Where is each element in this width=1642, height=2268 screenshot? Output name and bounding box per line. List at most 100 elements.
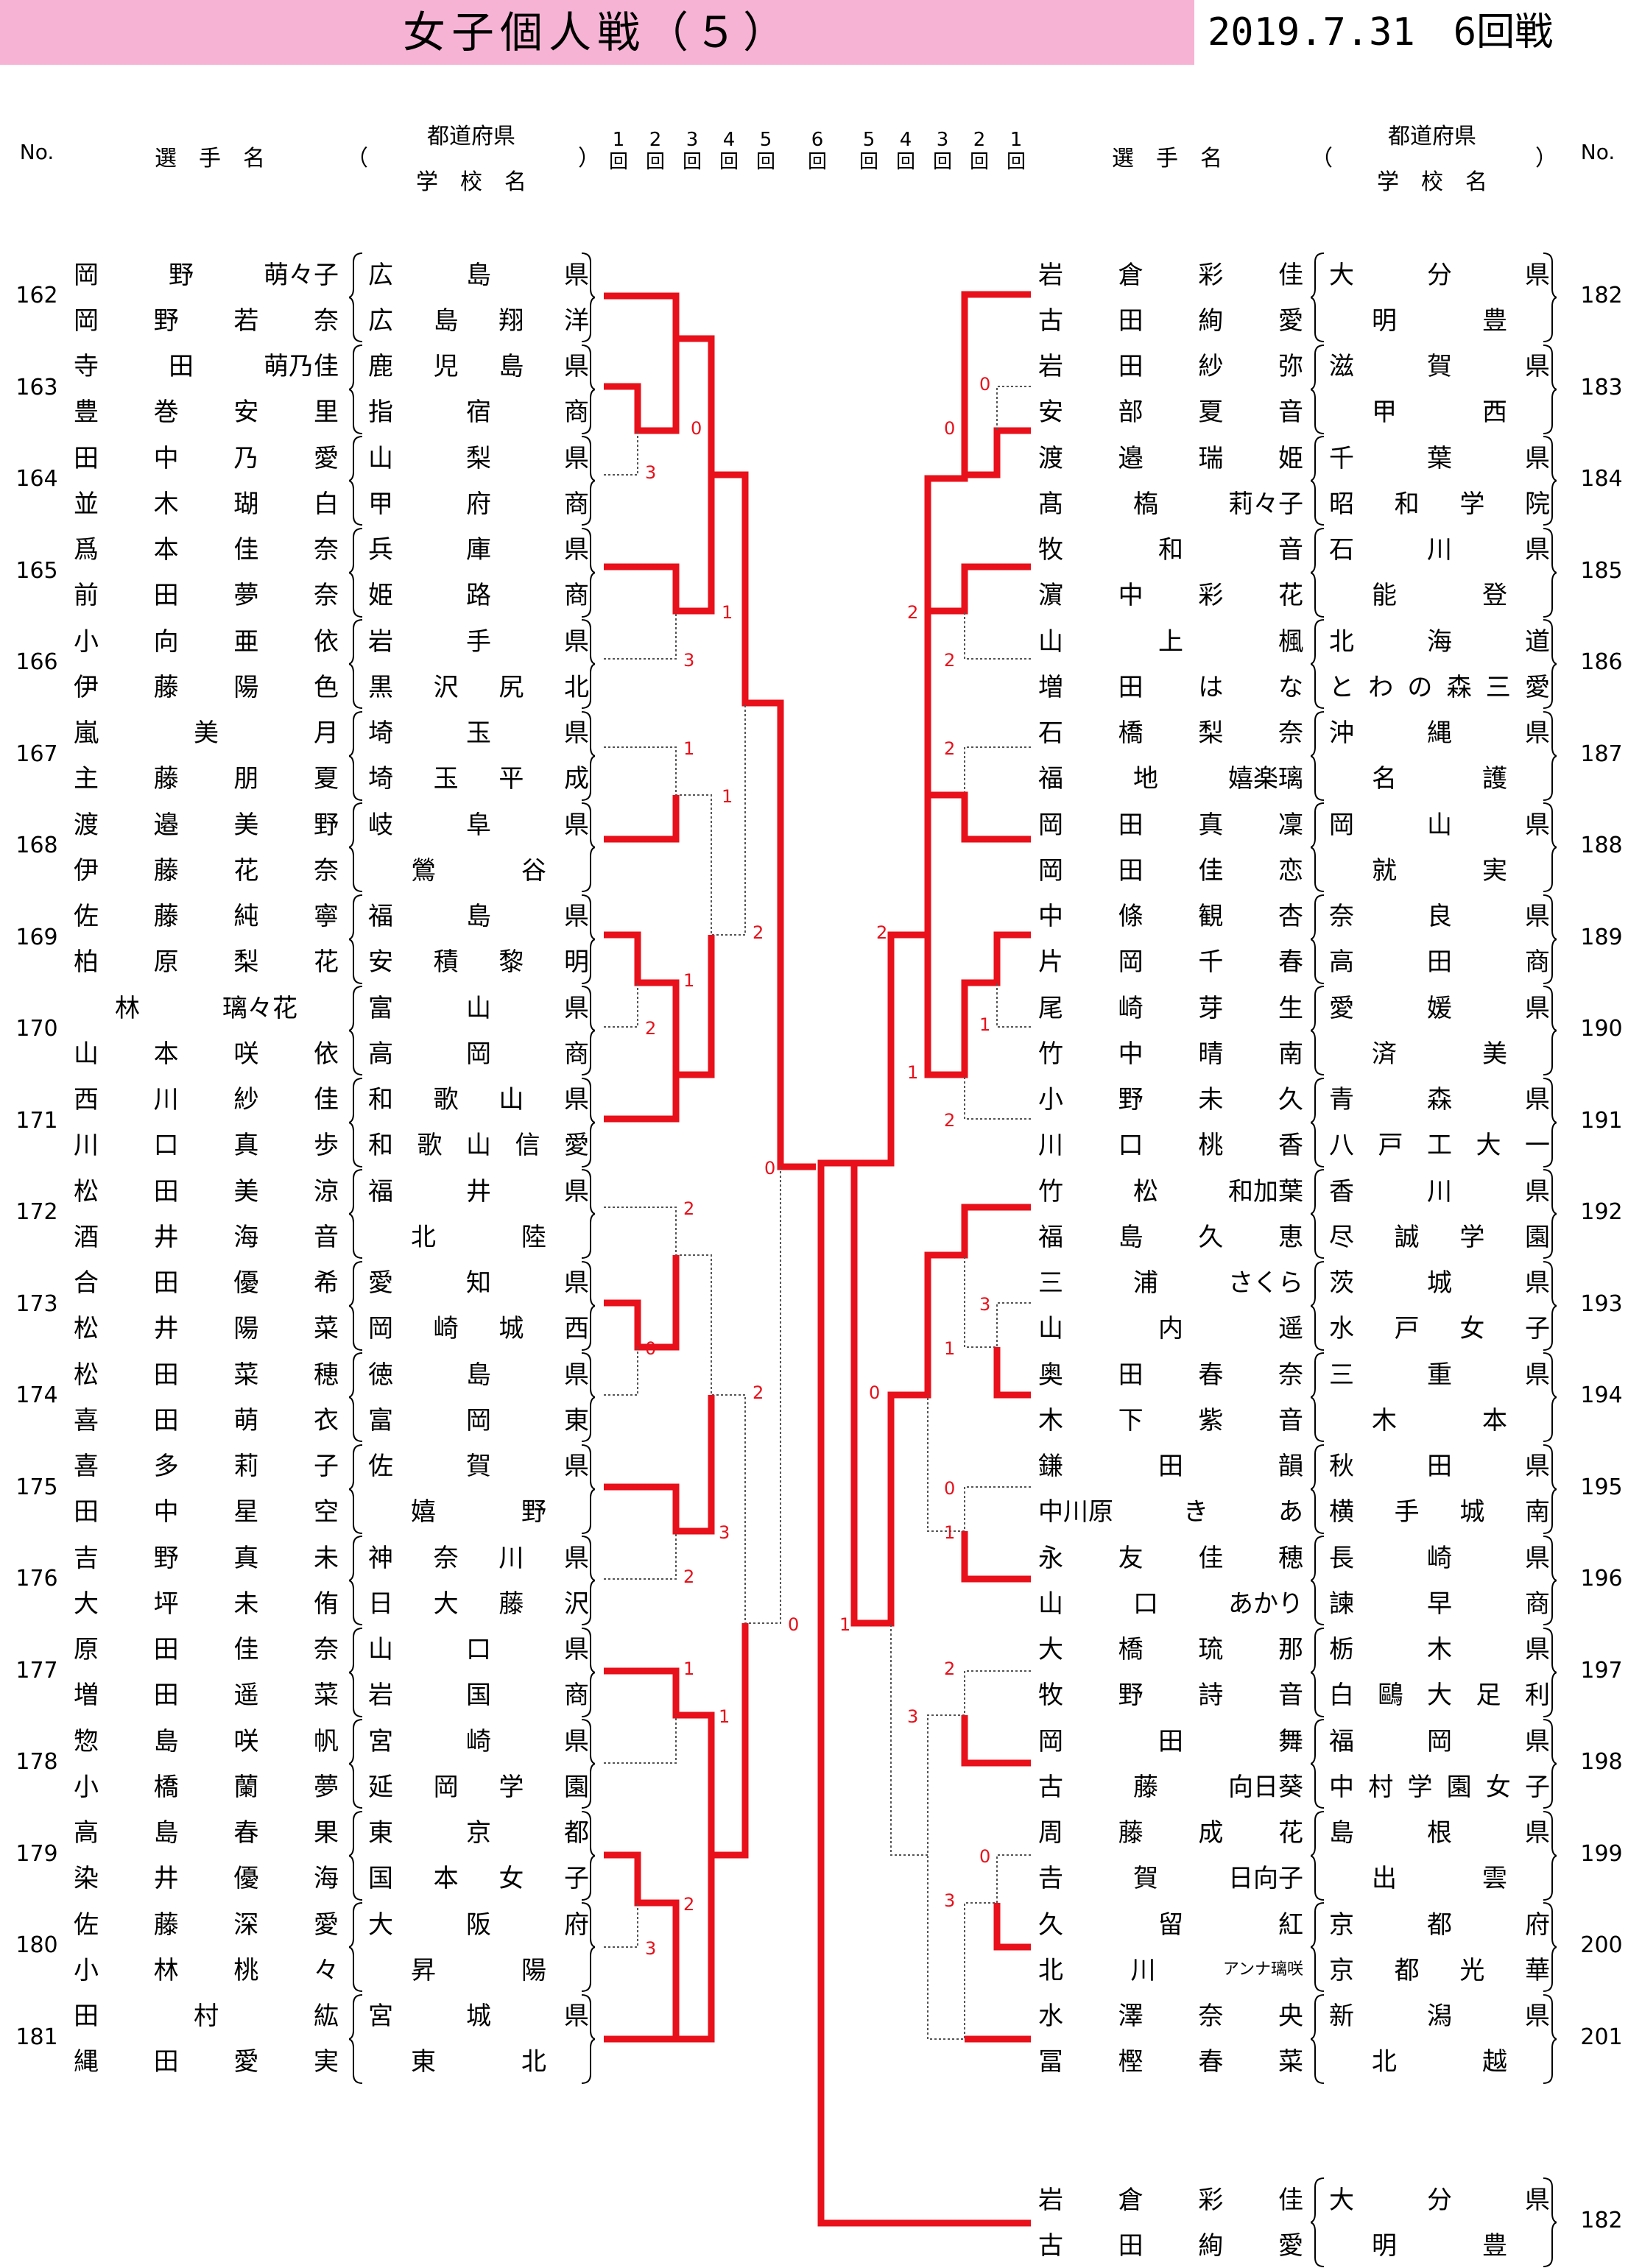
name-part: 野	[153, 305, 179, 336]
name-part: 済	[1372, 1039, 1397, 1069]
name-part: 奈	[1278, 718, 1303, 748]
name-part: 山	[1038, 626, 1063, 657]
name-part: 千	[1198, 947, 1224, 977]
prefecture-name: 愛知県	[368, 1259, 589, 1303]
name-part: 縄	[74, 2047, 99, 2077]
name-part: 彩	[1198, 260, 1224, 290]
name-part: 髙	[1038, 489, 1063, 519]
player-name: 小橋蘭夢	[74, 1762, 339, 1806]
paren-bracket	[581, 1810, 595, 1901]
player-name: 酒井海音	[74, 1212, 339, 1257]
winner-line	[924, 478, 1031, 615]
name-part: 咲	[233, 1039, 259, 1069]
school-name: 延岡学園	[368, 1762, 589, 1806]
name-part: 山	[368, 443, 393, 473]
name-part: 越	[1482, 2047, 1507, 2077]
name-part: 諫	[1329, 1589, 1354, 1619]
name-part: 井	[153, 1864, 179, 1893]
prefecture-name: 青森県	[1329, 1075, 1550, 1120]
player-name: 岡野若奈	[74, 296, 339, 340]
char: 日	[368, 1589, 393, 1619]
entry-number: 187	[1580, 741, 1623, 767]
name-part: 商	[1525, 1589, 1550, 1619]
name-part: 商	[564, 581, 589, 610]
name-part: 島	[466, 902, 491, 931]
school-name: 京都光華	[1329, 1946, 1550, 1990]
name-part: 子	[313, 1452, 339, 1481]
name-part: 花	[1278, 1818, 1303, 1848]
name-part: 木	[1038, 1405, 1063, 1435]
match-score: 3	[979, 1294, 990, 1315]
paren-bracket	[1543, 1993, 1557, 2084]
name-part: 早	[1427, 1589, 1452, 1619]
player-name: 小野未久	[1038, 1075, 1303, 1120]
player-name: 松井陽菜	[74, 1304, 339, 1349]
player-name: 伊藤陽色	[74, 663, 339, 707]
player-name: 尾崎芽生	[1038, 983, 1303, 1028]
school-name: 埼玉平成	[368, 755, 589, 799]
entry-number: 193	[1580, 1290, 1623, 1317]
name-part: 中	[153, 1497, 179, 1527]
prefecture-name: 徳島県	[368, 1350, 589, 1394]
entry-number: 174	[15, 1382, 58, 1408]
paren-bracket	[1543, 1260, 1557, 1351]
prefecture-name: 奈良県	[1329, 892, 1550, 936]
player-name: 原田佳奈	[74, 1625, 339, 1670]
paren-bracket	[349, 436, 363, 526]
player-name: 山上楓	[1038, 617, 1303, 661]
paren-open-left: （	[346, 146, 368, 172]
prefecture-name: 山口県	[368, 1625, 589, 1670]
name-part: 咲	[233, 1726, 259, 1756]
player-name: 渡邉瑞姫	[1038, 434, 1303, 478]
name-part: 空	[313, 1497, 339, 1527]
char: 昭	[1329, 489, 1354, 519]
paren-bracket	[1543, 2177, 1557, 2267]
paren-close-right: ）	[1535, 146, 1557, 172]
paren-bracket	[581, 1077, 595, 1167]
winner-line	[993, 1347, 1031, 1399]
winner-line	[604, 292, 816, 1170]
name-part: 佳	[233, 535, 259, 565]
name-part: 渡	[74, 810, 99, 840]
prefecture-name: 富山県	[368, 983, 589, 1028]
name-part: 美	[233, 1176, 259, 1207]
name-part: 明	[1372, 305, 1397, 336]
name-part: 田	[1118, 2230, 1144, 2261]
prefecture-name: 広島県	[368, 250, 589, 294]
name-part: 長	[1329, 1543, 1354, 1573]
bracket-line	[604, 1531, 677, 1580]
name-part: 分	[1427, 2185, 1452, 2215]
name-part: 千	[1329, 443, 1354, 473]
char: 歌	[433, 1085, 459, 1114]
name-part: 向日葵	[1228, 1772, 1303, 1802]
name-part: 山	[1038, 1589, 1063, 1619]
match-score: 0	[869, 1382, 880, 1403]
name-part: 絢	[1198, 2230, 1224, 2261]
player-name: 大橋琉那	[1038, 1625, 1303, 1670]
entry-number: 197	[1580, 1657, 1623, 1684]
name-part: 久	[1278, 1085, 1303, 1114]
char: 島	[498, 352, 524, 381]
name-part: 春	[1198, 2047, 1224, 2077]
char: 園	[1524, 1222, 1550, 1252]
name-part: 菜	[1278, 2047, 1303, 2077]
name-part: 多	[153, 1452, 179, 1481]
char: 京	[1329, 1955, 1354, 1985]
char: 森	[1446, 672, 1472, 702]
school-name: 和歌山信愛	[368, 1121, 589, 1165]
player-name: 山内遥	[1038, 1304, 1303, 1349]
paren-bracket	[581, 986, 595, 1075]
player-name: 岡田佳恋	[1038, 846, 1303, 890]
paren-bracket	[349, 619, 363, 709]
name-part: 星	[233, 1497, 259, 1527]
name-part: 竹	[1038, 1039, 1063, 1069]
winner-line	[604, 931, 715, 1078]
name-part: 藤	[153, 1910, 179, 1940]
school-name: 横手城南	[1329, 1488, 1550, 1532]
paren-bracket	[1311, 1902, 1325, 1992]
prefecture-name: 大阪府	[368, 1900, 589, 1944]
name-part: 藤	[153, 855, 179, 886]
name-part: 佐	[74, 902, 99, 931]
name-part: 侑	[313, 1589, 339, 1619]
paren-bracket	[349, 894, 363, 984]
